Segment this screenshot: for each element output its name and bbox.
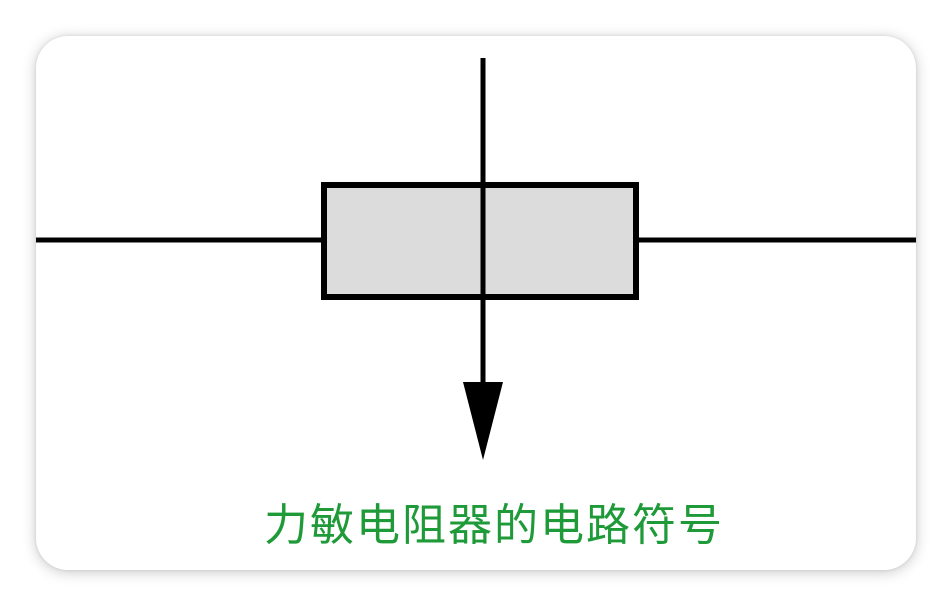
resistor-body (321, 182, 639, 300)
arrow-head (463, 382, 503, 460)
diagram-caption: 力敏电阻器的电路符号 (240, 492, 748, 560)
diagram-card: 力敏电阻器的电路符号 (36, 36, 916, 570)
force-sensitive-resistor-symbol (36, 58, 916, 460)
